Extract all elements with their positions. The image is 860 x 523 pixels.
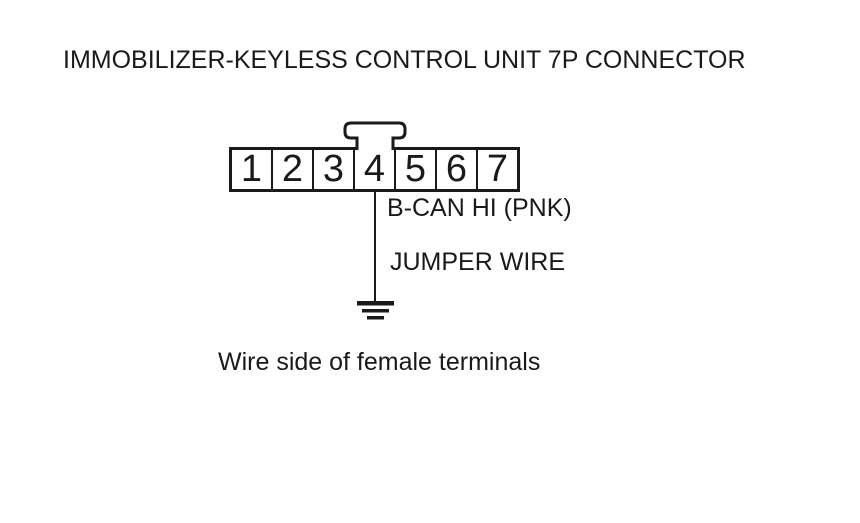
jumper-wire-label: JUMPER WIRE xyxy=(390,248,565,276)
pin-cell-4: 4 xyxy=(353,148,394,190)
pin-cell-3: 3 xyxy=(312,148,353,190)
pin-cell-1: 1 xyxy=(240,148,263,190)
pin-cell-7: 7 xyxy=(476,148,517,190)
connector-body: 1 2 3 4 5 6 7 xyxy=(229,147,520,192)
pin-cell-5: 5 xyxy=(394,148,435,190)
pin-cell-6: 6 xyxy=(435,148,476,190)
pin-cell-2: 2 xyxy=(271,148,312,190)
wire-signal-label: B-CAN HI (PNK) xyxy=(387,194,572,222)
wire-side-caption: Wire side of female terminals xyxy=(218,348,541,376)
diagram-title: IMMOBILIZER-KEYLESS CONTROL UNIT 7P CONN… xyxy=(63,46,746,74)
ground-icon xyxy=(357,301,394,320)
connector-latch-icon xyxy=(343,121,407,150)
